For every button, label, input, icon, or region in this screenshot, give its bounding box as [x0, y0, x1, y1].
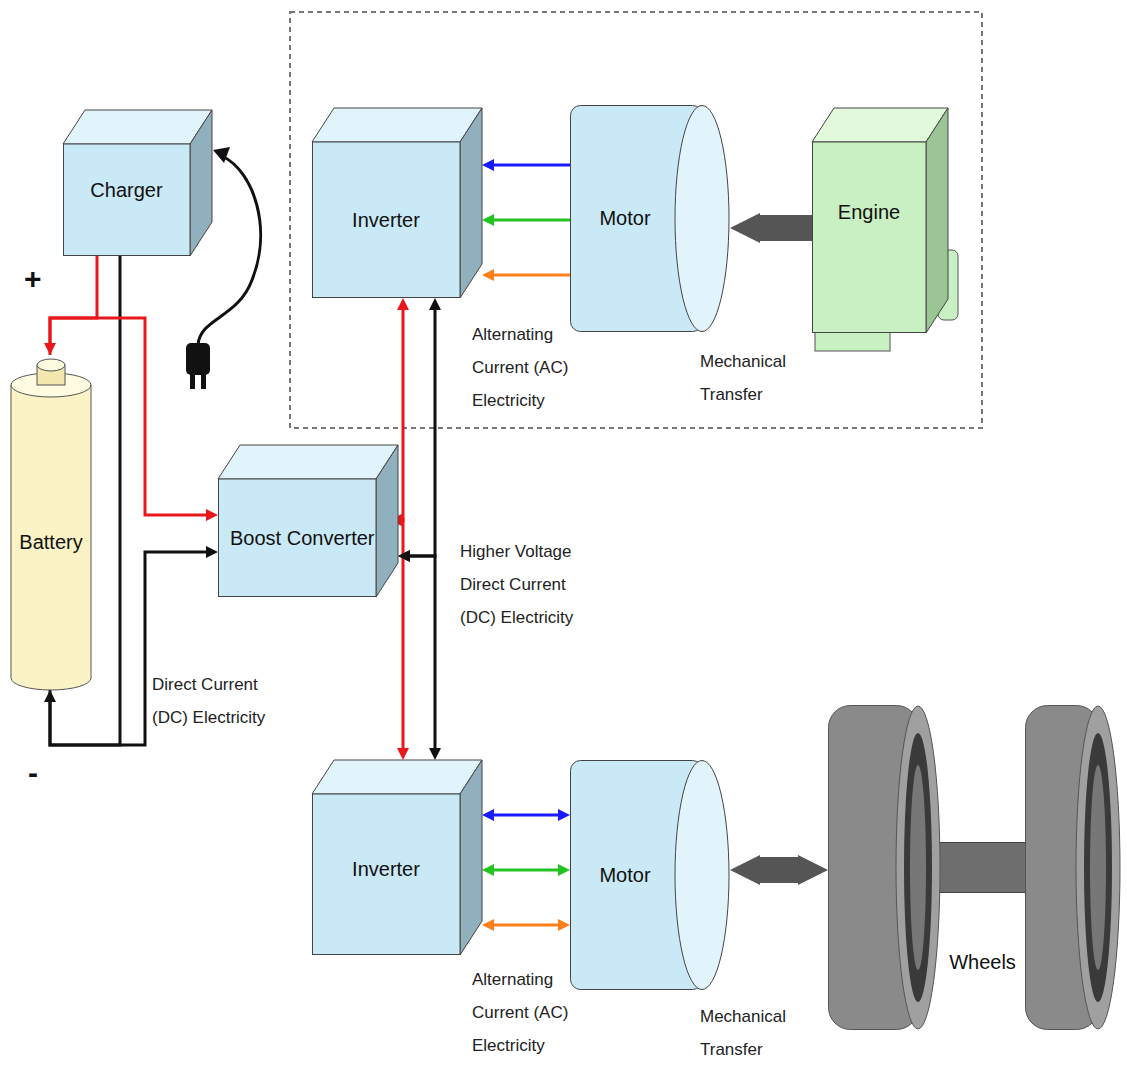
wire-connector	[402, 310, 403, 520]
box-side	[926, 108, 948, 333]
box-front	[813, 142, 927, 333]
mechanical-transfer-arrow	[760, 857, 798, 883]
tire-face	[896, 706, 940, 1029]
box-front	[219, 479, 377, 597]
component-box: Charger	[63, 110, 212, 256]
box-side	[460, 108, 482, 298]
plug-prong	[190, 373, 195, 389]
wire-connector	[410, 310, 435, 556]
flow-label: Direct Current (DC) Electricity	[152, 668, 272, 734]
cylv-outline	[10, 355, 92, 690]
wheels-outline	[828, 705, 1122, 1030]
box-top	[312, 760, 482, 794]
flow-label: Alternating Current (AC) Electricity	[472, 318, 572, 417]
motor-end	[675, 106, 729, 332]
wire-connector	[494, 814, 558, 817]
cube-outline	[312, 760, 482, 955]
wire-connector	[494, 924, 558, 927]
terminal-sign: -	[28, 758, 58, 788]
flow-label: Higher Voltage Direct Current (DC) Elect…	[460, 535, 580, 634]
component-box: Boost Converter	[218, 445, 398, 597]
component-box: Inverter	[312, 760, 482, 955]
wire-connector	[494, 164, 570, 167]
wire-connector	[494, 274, 570, 277]
hub	[1090, 765, 1106, 970]
component-box: Engine	[812, 108, 948, 333]
battery-terminal-top	[37, 359, 65, 371]
engine-group-frame	[290, 12, 982, 428]
component-name: Engine	[838, 200, 900, 225]
cord-arrowhead	[213, 147, 230, 163]
box-front	[313, 794, 461, 955]
wire-connector	[494, 219, 570, 222]
component-box: Motor	[570, 105, 730, 332]
wire-connector	[402, 520, 403, 748]
component-name: Motor	[599, 863, 650, 888]
rim	[904, 733, 932, 1002]
battery-body	[11, 385, 91, 690]
box-top	[63, 110, 212, 144]
component-name: Wheels	[940, 950, 1025, 975]
component-box: Inverter	[312, 108, 482, 298]
plug-body	[186, 343, 210, 375]
wheel	[829, 706, 941, 1030]
component-name: Inverter	[352, 857, 420, 882]
component-box: Wheels	[828, 705, 1122, 1030]
tire-face	[1076, 706, 1120, 1029]
component-name: Inverter	[352, 208, 420, 233]
wheel	[1026, 706, 1121, 1030]
box-top	[312, 108, 482, 142]
wire-connector	[50, 256, 97, 343]
box-top	[812, 108, 948, 142]
box-side	[376, 445, 398, 597]
component-box: Battery	[10, 355, 92, 690]
cube-outline	[312, 108, 482, 298]
component-box: Motor	[570, 760, 730, 990]
cube-outline	[218, 445, 398, 597]
wire-connector	[410, 556, 435, 748]
flow-label: Mechanical Transfer	[700, 1000, 805, 1066]
hub	[910, 765, 926, 970]
box-side	[460, 760, 482, 955]
flow-label: Mechanical Transfer	[700, 345, 805, 411]
box-front	[313, 142, 461, 298]
box-front	[64, 144, 191, 256]
wire-connector	[494, 869, 558, 872]
motor-end	[675, 761, 729, 990]
component-name: Boost Converter	[230, 526, 375, 551]
terminal-sign: +	[24, 264, 54, 294]
mechanical-transfer-arrow	[760, 215, 812, 241]
component-name: Charger	[90, 178, 162, 203]
plug-prong	[201, 373, 206, 389]
box-top	[218, 445, 398, 479]
flow-label: Alternating Current (AC) Electricity	[472, 963, 572, 1062]
component-name: Motor	[599, 206, 650, 231]
component-name: Battery	[19, 530, 82, 555]
rim	[1084, 733, 1112, 1002]
box-side	[190, 110, 212, 256]
axle	[928, 843, 1038, 893]
